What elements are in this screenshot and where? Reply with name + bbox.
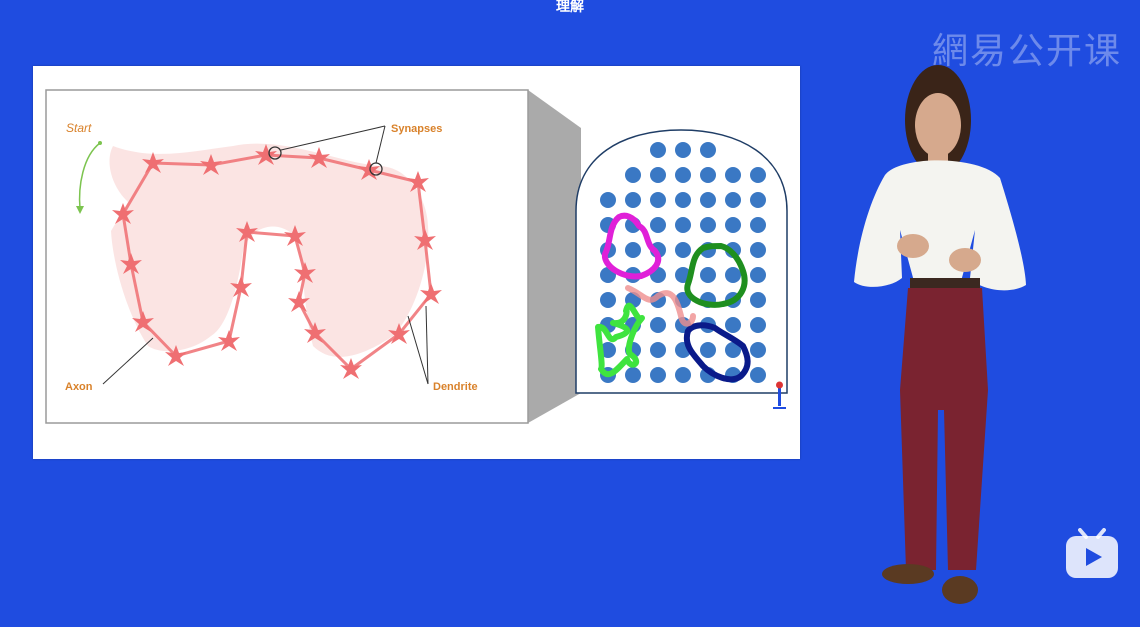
label-synapses: Synapses	[391, 123, 442, 135]
neuron-dot	[650, 192, 666, 208]
neuron-dot	[650, 142, 666, 158]
start-arrow-icon	[78, 142, 101, 210]
blob-green-dark	[684, 243, 748, 308]
neuron-dot	[700, 342, 716, 358]
neuron-dot	[675, 192, 691, 208]
top-caption: 理解	[556, 0, 584, 15]
neuron-dot	[625, 167, 641, 183]
lecture-slide: Start Synapses Axon Dendrite	[33, 66, 800, 459]
label-dendrite: Dendrite	[433, 381, 478, 393]
neuron-dot	[750, 267, 766, 283]
neuron-dot	[750, 292, 766, 308]
neuron-dot	[725, 217, 741, 233]
neuron-trace	[625, 285, 696, 327]
neuron-dot	[675, 142, 691, 158]
blob-navy	[683, 322, 751, 383]
neuron-dot	[675, 367, 691, 383]
bilibili-tv-icon	[1066, 528, 1118, 578]
neuron-dot	[625, 367, 641, 383]
neuron-dot	[725, 317, 741, 333]
label-axon: Axon	[65, 381, 93, 393]
neuron-dot	[750, 317, 766, 333]
neuron-panel	[45, 89, 529, 424]
synapse-marker-icon	[268, 146, 282, 160]
electrode-icon	[773, 381, 786, 409]
neuron-dot	[675, 167, 691, 183]
neuron-dot	[725, 167, 741, 183]
neuron-dot	[725, 192, 741, 208]
neuron-dot	[650, 317, 666, 333]
neuron-dot	[750, 167, 766, 183]
neuron-chain	[109, 143, 442, 379]
neuron-dot	[750, 342, 766, 358]
neuron-dot	[600, 342, 616, 358]
neuron-dot	[625, 242, 641, 258]
blob-magenta	[601, 212, 662, 280]
neuron-dot	[750, 192, 766, 208]
neuron-dot	[700, 142, 716, 158]
slide-figure: Start Synapses Axon Dendrite	[45, 89, 788, 424]
neuron-dot	[700, 167, 716, 183]
zoom-wedge	[528, 90, 581, 423]
neuron-dot	[725, 342, 741, 358]
neuron-dot	[675, 242, 691, 258]
neuron-dot	[700, 217, 716, 233]
neuron-dot	[700, 192, 716, 208]
presenter	[854, 65, 1026, 604]
neuron-dot	[725, 267, 741, 283]
watermark-logo: 網易公开课	[931, 31, 1122, 72]
neuron-dot	[750, 367, 766, 383]
neuron-dot	[750, 242, 766, 258]
neuron-dot	[750, 217, 766, 233]
label-start: Start	[66, 121, 92, 135]
neuron-dot	[650, 367, 666, 383]
neuron-dot	[600, 292, 616, 308]
neuron-dot	[700, 267, 716, 283]
blob-green-light	[595, 302, 645, 378]
neuron-dot	[625, 192, 641, 208]
neuron-dot	[675, 217, 691, 233]
neuron-dot	[650, 167, 666, 183]
neuron-dot	[600, 192, 616, 208]
neuron-dot	[650, 217, 666, 233]
neuron-dot	[650, 342, 666, 358]
